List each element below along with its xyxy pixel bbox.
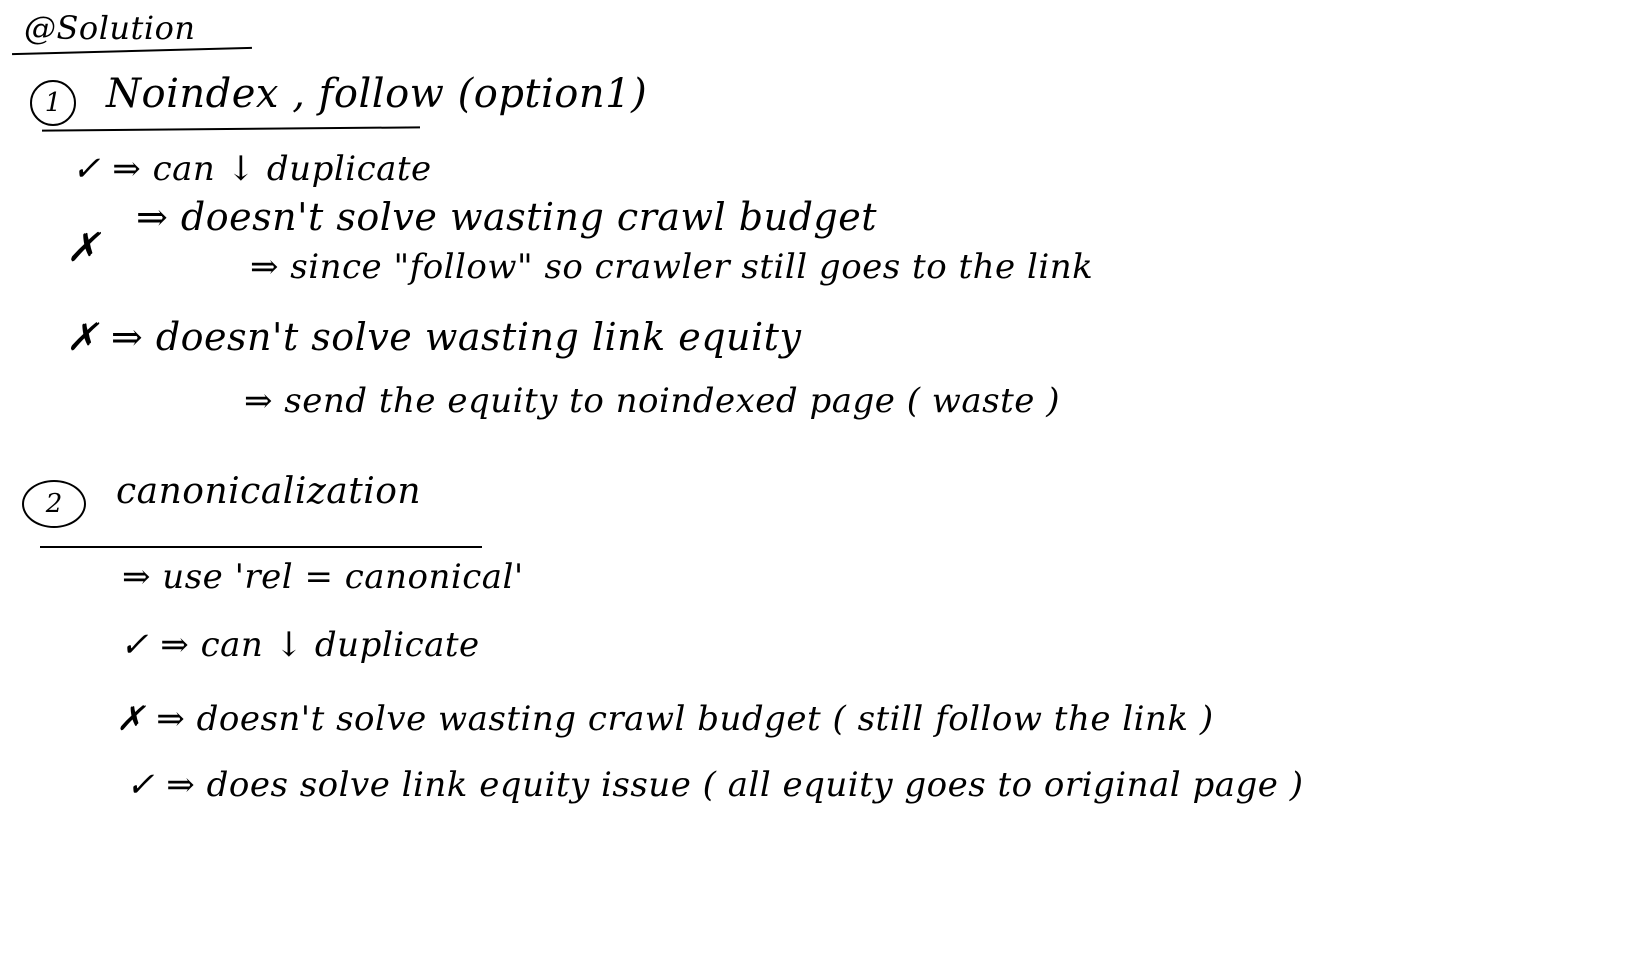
section2-line-4: ✓ ⇒ does solve link equity issue ( all e… — [126, 765, 1304, 805]
section1-line-5: ⇒ send the equity to noindexed page ( wa… — [244, 381, 1060, 421]
section2-heading-underline — [40, 546, 482, 548]
section1-line-4: ✗ ⇒ doesn't solve wasting link equity — [66, 315, 802, 359]
title-underline — [12, 46, 252, 56]
section1-line-3: ⇒ since "follow" so crawler still goes t… — [250, 247, 1094, 287]
section1-line-2-mark: ✗ — [66, 225, 101, 271]
page-title: @Solution — [24, 9, 196, 47]
section2-number-badge: 2 — [22, 480, 86, 528]
section1-line-1: ✓ ⇒ can ↓ duplicate — [72, 149, 432, 189]
section1-number-badge: 1 — [30, 80, 76, 126]
section2-heading: canonicalization — [116, 471, 422, 512]
section1-line-2: ⇒ doesn't solve wasting crawl budget — [136, 195, 878, 239]
section2-line-3: ✗ ⇒ doesn't solve wasting crawl budget (… — [116, 699, 1214, 739]
section2-line-2: ✓ ⇒ can ↓ duplicate — [120, 625, 480, 665]
section2-line-1: ⇒ use 'rel = canonical' — [122, 557, 524, 597]
section1-heading: Noindex , follow (option1) — [106, 71, 648, 117]
section1-heading-underline — [41, 126, 421, 132]
